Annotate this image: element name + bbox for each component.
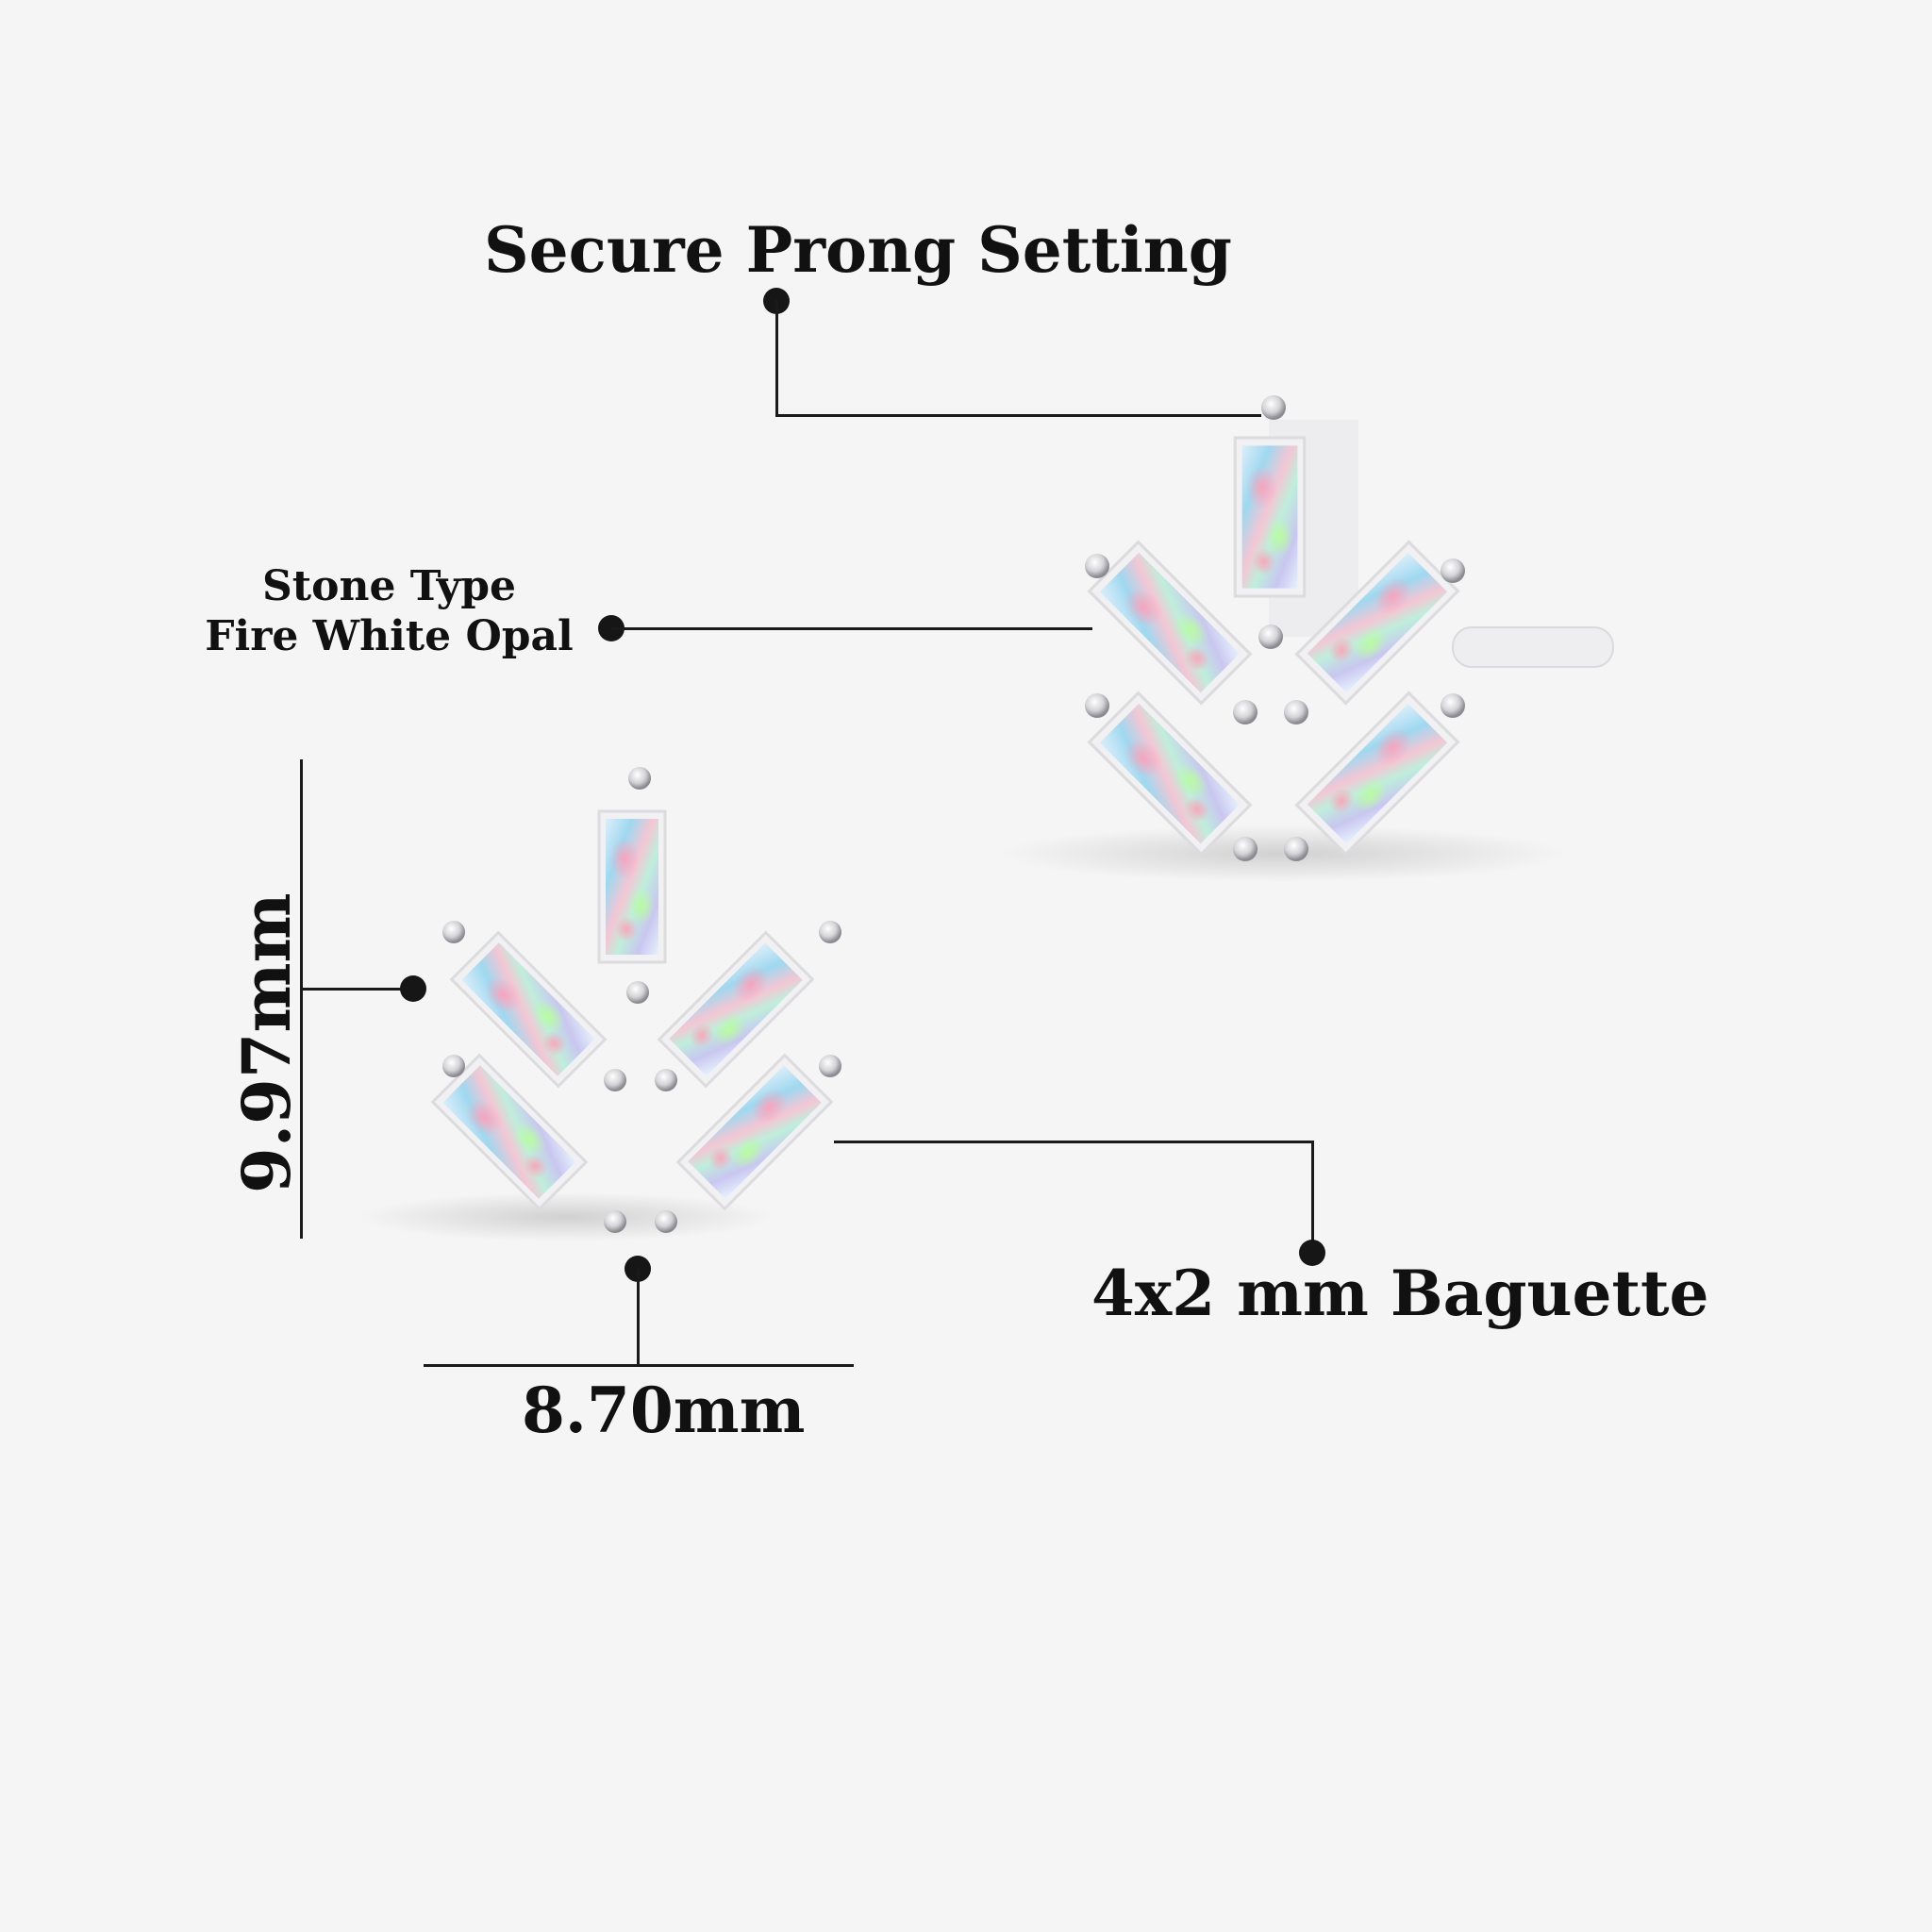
height-label: 9.97mm: [227, 892, 306, 1193]
prong-setting-label: Secure Prong Setting: [484, 213, 1232, 287]
angled-view-earring: [1000, 395, 1614, 882]
stone-size-label: 4x2 mm Baguette: [1091, 1257, 1709, 1330]
stone-type-label-block: Stone Type Fire White Opal: [203, 562, 575, 662]
width-dimension-line: [424, 1364, 854, 1367]
prong-callout-vertical-line: [775, 300, 778, 417]
height-dimension-line: [300, 759, 303, 1239]
stone-type-value: Fire White Opal: [205, 611, 574, 660]
height-callout-line: [302, 988, 411, 991]
prong-callout-horizontal-line: [775, 414, 1261, 417]
width-callout-line: [637, 1269, 640, 1365]
width-label: 8.70mm: [522, 1374, 806, 1447]
front-view-earring: [358, 767, 841, 1241]
baguette-callout-horizontal-line: [834, 1141, 1314, 1143]
stone-type-label: Stone Type: [262, 562, 516, 610]
height-callout-dot: [400, 975, 426, 1002]
baguette-callout-dot: [1299, 1240, 1325, 1266]
stone-type-callout-line: [611, 627, 1092, 630]
baguette-callout-vertical-line: [1311, 1141, 1314, 1254]
